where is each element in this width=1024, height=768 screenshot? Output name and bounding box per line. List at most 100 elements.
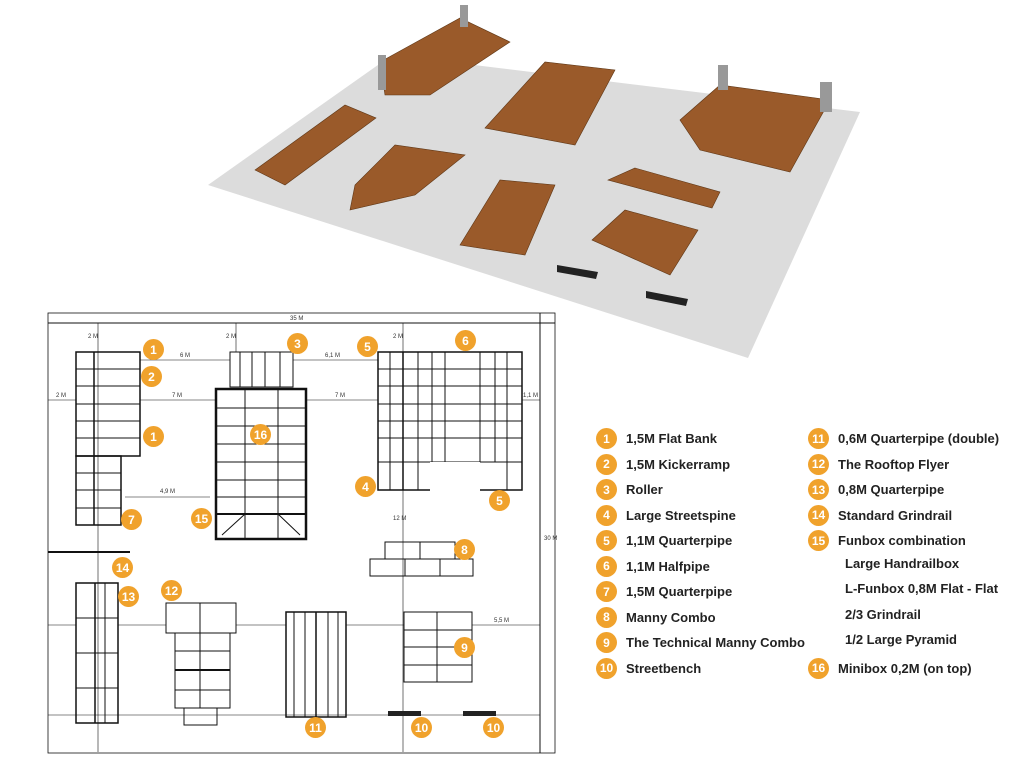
- number-badge: 5: [596, 530, 617, 551]
- dim-label: 1,1 M: [523, 393, 538, 399]
- number-badge: 11: [808, 428, 829, 449]
- streetbench: [646, 291, 688, 306]
- wall: [460, 5, 468, 27]
- dim-label: 2 M: [393, 334, 403, 340]
- legend-label: L-Funbox 0,8M Flat - Flat: [845, 581, 999, 596]
- ramp-pyramid: [459, 179, 556, 256]
- dim-label: 7 M: [335, 393, 345, 399]
- plan-marker: 10: [483, 717, 504, 738]
- legend-label: The Technical Manny Combo: [626, 635, 805, 650]
- legend-item: 10 Streetbench: [596, 657, 702, 679]
- plan-marker: 11: [305, 717, 326, 738]
- number-badge: 9: [596, 632, 617, 653]
- number-badge: 7: [596, 581, 617, 602]
- number-badge: 6: [596, 555, 617, 577]
- legend-label: 1,1M Halfpipe: [626, 558, 710, 574]
- plan-marker: 3: [287, 333, 308, 354]
- legend-item: 4 Large Streetspine: [596, 504, 736, 526]
- streetbench: [557, 265, 598, 279]
- legend-item: 14 Standard Grindrail: [808, 504, 953, 526]
- plan-marker: 4: [355, 476, 376, 497]
- plan-marker: 16: [250, 424, 271, 445]
- number-badge: 2: [596, 453, 617, 475]
- number-badge: 13: [808, 479, 829, 500]
- legend-label: Minibox 0,2M (on top): [838, 660, 972, 676]
- legend-label: Roller: [626, 482, 663, 497]
- legend-label: Large Streetspine: [626, 507, 736, 523]
- legend-item: 12 The Rooftop Flyer: [808, 453, 950, 475]
- plan-marker: 15: [191, 508, 212, 529]
- legend-item: Large Handrailbox: [845, 556, 959, 571]
- legend-label: Funbox combination: [838, 533, 966, 548]
- legend-item: 5 1,1M Quarterpipe: [596, 530, 732, 551]
- wall: [820, 82, 832, 112]
- legend-item: 15 Funbox combination: [808, 530, 966, 551]
- legend-label: 1,5M Kickerramp: [626, 456, 731, 472]
- dim-label: 12 M: [393, 516, 406, 522]
- legend-item: 8 Manny Combo: [596, 606, 716, 628]
- legend-label: 1/2 Large Pyramid: [845, 632, 957, 647]
- legend-item: 2 1,5M Kickerramp: [596, 453, 731, 475]
- legend-label: 1,1M Quarterpipe: [626, 533, 733, 548]
- legend-item: 2/3 Grindrail: [845, 607, 921, 622]
- legend-item: 1/2 Large Pyramid: [845, 632, 957, 647]
- dim-label: 7 M: [172, 393, 182, 399]
- legend-label: 0,6M Quarterpipe (double): [838, 431, 1000, 446]
- legend-label: Standard Grindrail: [838, 507, 953, 523]
- number-badge: 14: [808, 504, 829, 526]
- dim-label: 6,1 M: [325, 353, 340, 359]
- legend-item: 3 Roller: [596, 479, 663, 500]
- number-badge: 15: [808, 530, 829, 551]
- legend-label: 2/3 Grindrail: [845, 606, 921, 622]
- plan-marker: 9: [454, 637, 475, 658]
- plan-marker: 5: [357, 336, 378, 357]
- plan-marker: 1: [143, 426, 164, 447]
- legend-label: 1,5M Quarterpipe: [626, 584, 733, 599]
- streetbench-plan: [388, 711, 421, 716]
- ramp-manny: [607, 167, 721, 209]
- skatepark-3d-render: [208, 5, 860, 358]
- plan-marker: 14: [112, 557, 133, 578]
- number-badge: 16: [808, 657, 829, 679]
- plan-marker: 12: [161, 580, 182, 601]
- number-badge: 12: [808, 453, 829, 475]
- legend-label: 0,8M Quarterpipe: [838, 482, 945, 497]
- plan-marker: 1: [143, 339, 164, 360]
- number-badge: 4: [596, 504, 617, 526]
- legend-label: The Rooftop Flyer: [838, 456, 950, 472]
- dim-label: 2 M: [88, 334, 98, 340]
- wall: [718, 65, 728, 90]
- plan-marker: 13: [118, 586, 139, 607]
- wall: [378, 55, 386, 90]
- legend-item: 9 The Technical Manny Combo: [596, 632, 805, 653]
- ramp-technical-manny: [591, 209, 699, 276]
- legend-item: L-Funbox 0,8M Flat - Flat: [845, 581, 998, 596]
- ramp-bank: [254, 104, 377, 186]
- plan-marker: 5: [489, 490, 510, 511]
- dim-label: 5,5 M: [494, 618, 509, 624]
- number-badge: 3: [596, 479, 617, 500]
- number-badge: 1: [596, 428, 617, 449]
- ramp-halfpipe: [679, 84, 831, 173]
- legend-item: 11 0,6M Quarterpipe (double): [808, 428, 999, 449]
- legend-label: Streetbench: [626, 660, 702, 676]
- legend-label: Large Handrailbox: [845, 555, 960, 571]
- plan-marker: 6: [455, 330, 476, 351]
- number-badge: 10: [596, 657, 617, 679]
- dim-label: 30 M: [544, 536, 557, 542]
- ramp-funbox: [349, 144, 466, 211]
- dim-label: 4,9 M: [160, 489, 175, 495]
- ramp-roller: [484, 61, 616, 146]
- plan-marker: 2: [141, 366, 162, 387]
- dim-label: 35 M: [290, 316, 303, 322]
- plan-marker: 8: [454, 539, 475, 560]
- number-badge: 8: [596, 606, 617, 628]
- dim-label: 6 M: [180, 353, 190, 359]
- legend-item: 6 1,1M Halfpipe: [596, 555, 710, 577]
- legend-label: Manny Combo: [626, 609, 716, 625]
- plan-marker: 7: [121, 509, 142, 530]
- legend-label: 1,5M Flat Bank: [626, 431, 718, 446]
- legend-item: 13 0,8M Quarterpipe: [808, 479, 944, 500]
- dim-label: 2 M: [226, 334, 236, 340]
